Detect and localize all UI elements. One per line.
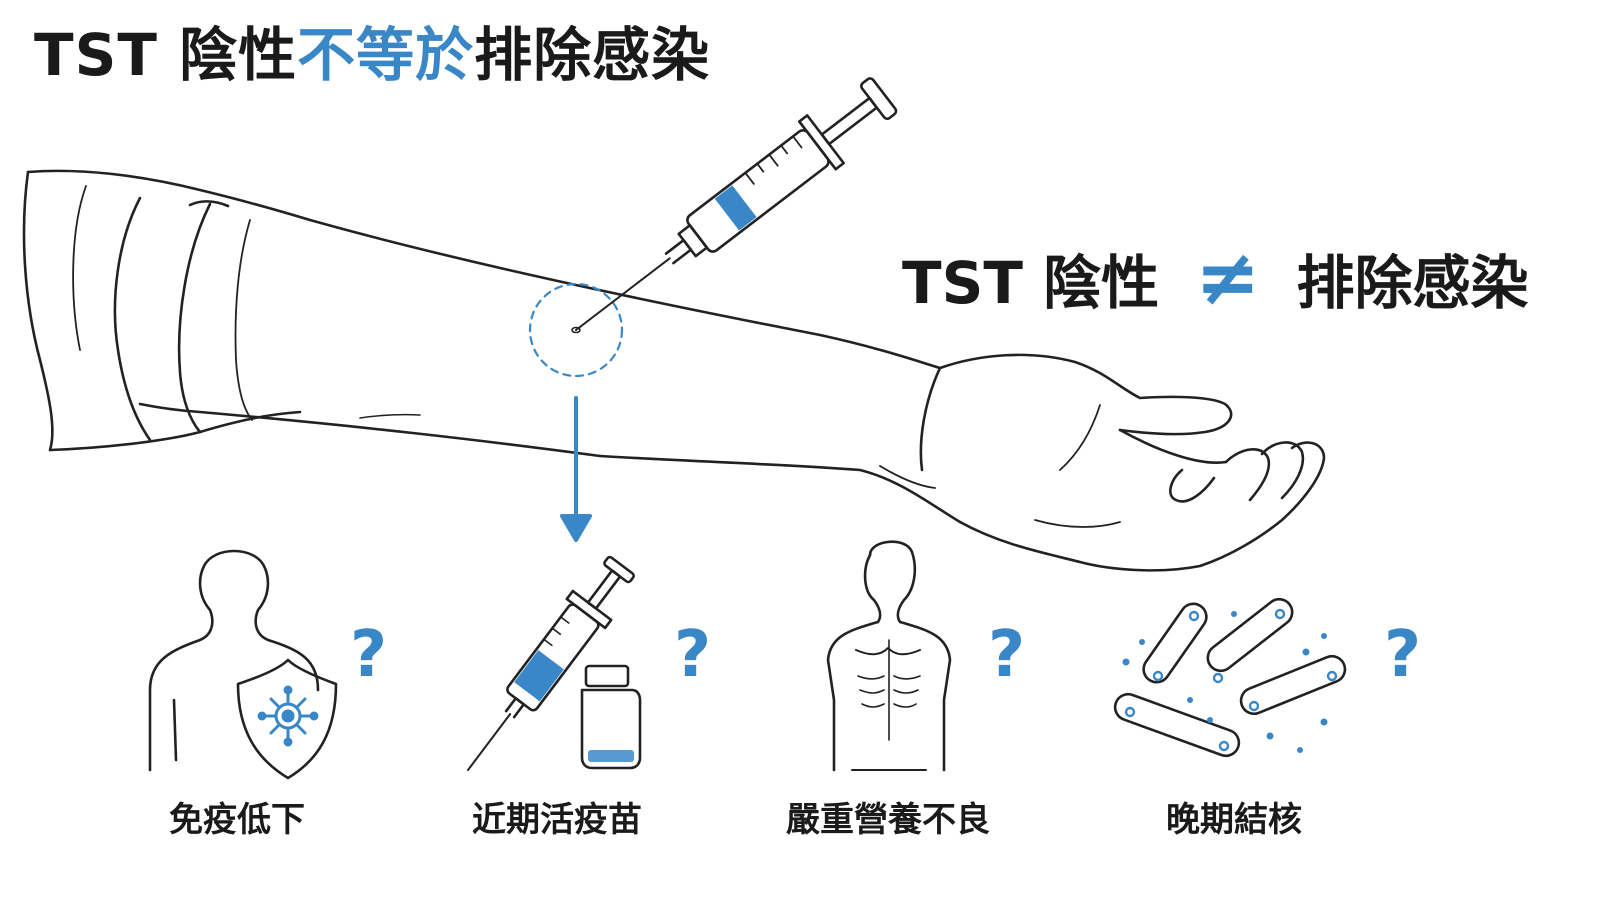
cause-label-live-vaccine: 近期活疫苗: [472, 800, 642, 840]
question-mark-icon: ?: [988, 618, 1026, 692]
large-syringe-icon: [575, 77, 898, 331]
page-title: TST 陰性不等於排除感染: [34, 22, 710, 89]
question-mark-icon: ?: [1384, 618, 1422, 692]
injection-site-marker: [528, 282, 624, 378]
not-equal-icon: ≠: [1195, 233, 1261, 323]
malnutrition-icon: [826, 540, 952, 772]
question-mark-icon: ?: [674, 618, 712, 692]
title-part3: 排除感染: [474, 21, 711, 89]
cause-label-immunosuppression: 免疫低下: [169, 800, 305, 840]
statement-right: 排除感染: [1296, 249, 1529, 317]
live-vaccine-icon: [467, 555, 642, 771]
advanced-tb-bacteria-icon: [1113, 597, 1347, 758]
title-part1: TST 陰性: [34, 21, 298, 89]
down-arrow: [560, 396, 592, 542]
cause-label-advanced-tb: 晚期結核: [1166, 800, 1302, 840]
title-part2: 不等於: [297, 21, 475, 89]
tst-negative-statement: TST 陰性 ≠ 排除感染: [902, 236, 1528, 320]
question-mark-icon: ?: [350, 618, 388, 692]
arm-illustration: [22, 169, 1326, 572]
statement-left: TST 陰性: [902, 249, 1160, 317]
cause-label-malnutrition: 嚴重營養不良: [786, 800, 990, 840]
immunosuppression-icon: [148, 549, 338, 780]
